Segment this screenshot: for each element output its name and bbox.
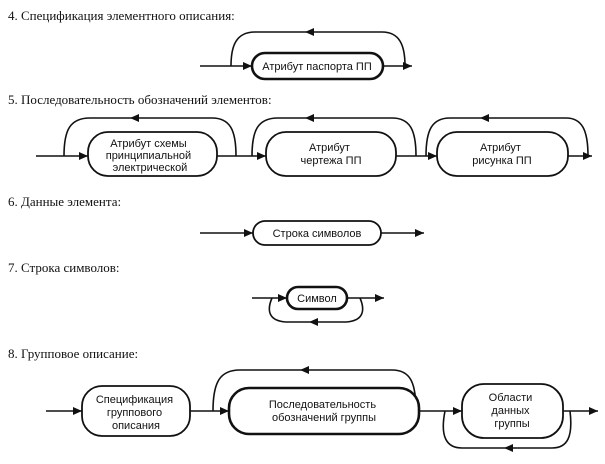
arrow-head [305, 28, 314, 36]
arrow-head [589, 407, 598, 415]
arrow-head [415, 229, 424, 237]
arrow-head [453, 407, 462, 415]
section-5-heading: 5. Последовательность обозначений элемен… [8, 92, 272, 107]
box-attribute-pattern [436, 131, 569, 177]
box-attribute-schematic [87, 131, 218, 177]
box-attribute-schematic-label: Атрибут схемы принципиальной электрическ… [106, 138, 195, 174]
arrow-head [480, 114, 489, 122]
box-attribute-drawing-label: Атрибут чертежа ПП [301, 142, 362, 167]
box-group-sequence [227, 386, 421, 436]
arrow-head [583, 152, 592, 160]
box-char-string [252, 220, 382, 246]
arrow-head [305, 114, 314, 122]
arrow-head [220, 407, 229, 415]
arrow-head [130, 114, 139, 122]
box-attribute-passport-label: Атрибут паспорта ПП [262, 61, 372, 73]
section-7-heading: 7. Строка символов: [8, 260, 120, 275]
arrow-head [257, 152, 266, 160]
arrow-head [73, 407, 82, 415]
arrow-head [504, 444, 513, 452]
arrow-head [243, 62, 252, 70]
box-attribute-drawing [265, 131, 397, 177]
box-group-sequence-label: Последовательность обозначений группы [269, 399, 379, 424]
arrow-head [244, 229, 253, 237]
box-char-string-label: Строка символов [273, 228, 362, 240]
arrow-head [300, 366, 309, 374]
section-8-heading: 8. Групповое описание: [8, 346, 138, 361]
section-5-flow-lines [36, 117, 592, 157]
box-attribute-pattern-label: Атрибут рисунка ПП [472, 142, 531, 167]
box-group-spec-label: Спецификация группового описания [96, 394, 176, 432]
section-6-heading: 6. Данные элемента: [8, 194, 121, 209]
arrow-head [375, 294, 384, 302]
box-symbol [285, 285, 349, 311]
box-group-spec [81, 385, 191, 437]
arrow-head [403, 62, 412, 70]
arrow-head [79, 152, 88, 160]
arrow-head [309, 318, 318, 326]
box-attribute-passport [250, 51, 385, 81]
section-4-heading: 4. Спецификация элементного описания: [8, 8, 235, 23]
box-group-data-areas [461, 383, 564, 439]
arrow-head [428, 152, 437, 160]
box-symbol-label: Символ [297, 293, 337, 305]
box-group-data-areas-label: Области данных группы [489, 392, 536, 430]
arrow-head [278, 294, 287, 302]
